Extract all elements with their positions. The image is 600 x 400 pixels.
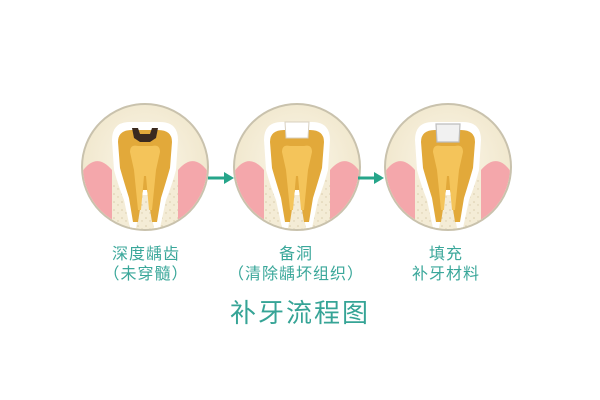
- caption-line-1: 填充: [428, 244, 463, 263]
- diagram-title: 补牙流程图: [229, 299, 370, 329]
- filling-material: [435, 123, 461, 143]
- caption-step-2: 备洞 （清除龋坏组织）: [211, 244, 381, 284]
- gum-right: [330, 161, 359, 229]
- cavity-decay: [132, 128, 158, 142]
- caption-line-1: 深度龋齿: [111, 244, 180, 263]
- panel-filling: [384, 103, 512, 231]
- tooth-pulp: [282, 145, 312, 210]
- gum-left: [235, 161, 264, 229]
- panel-deep-caries: [81, 103, 209, 231]
- caption-step-1: 深度龋齿 （未穿髓）: [61, 244, 231, 284]
- tooth-pulp: [130, 145, 160, 210]
- arrow-1: [208, 172, 234, 184]
- gum-right: [481, 161, 510, 229]
- gum-right: [178, 161, 207, 229]
- arrow-2: [358, 172, 384, 184]
- caption-line-1: 备洞: [278, 244, 313, 263]
- caption-line-2: （未穿髓）: [103, 264, 189, 283]
- tooth-pulp: [433, 145, 463, 210]
- gum-left: [386, 161, 415, 229]
- panel-cavity-preparation: [233, 103, 361, 231]
- caption-step-3: 填充 补牙材料: [361, 244, 531, 284]
- gum-left: [83, 161, 112, 229]
- prepared-cavity: [284, 121, 310, 139]
- caption-line-2: 补牙材料: [411, 264, 480, 283]
- caption-line-2: （清除龋坏组织）: [227, 264, 364, 283]
